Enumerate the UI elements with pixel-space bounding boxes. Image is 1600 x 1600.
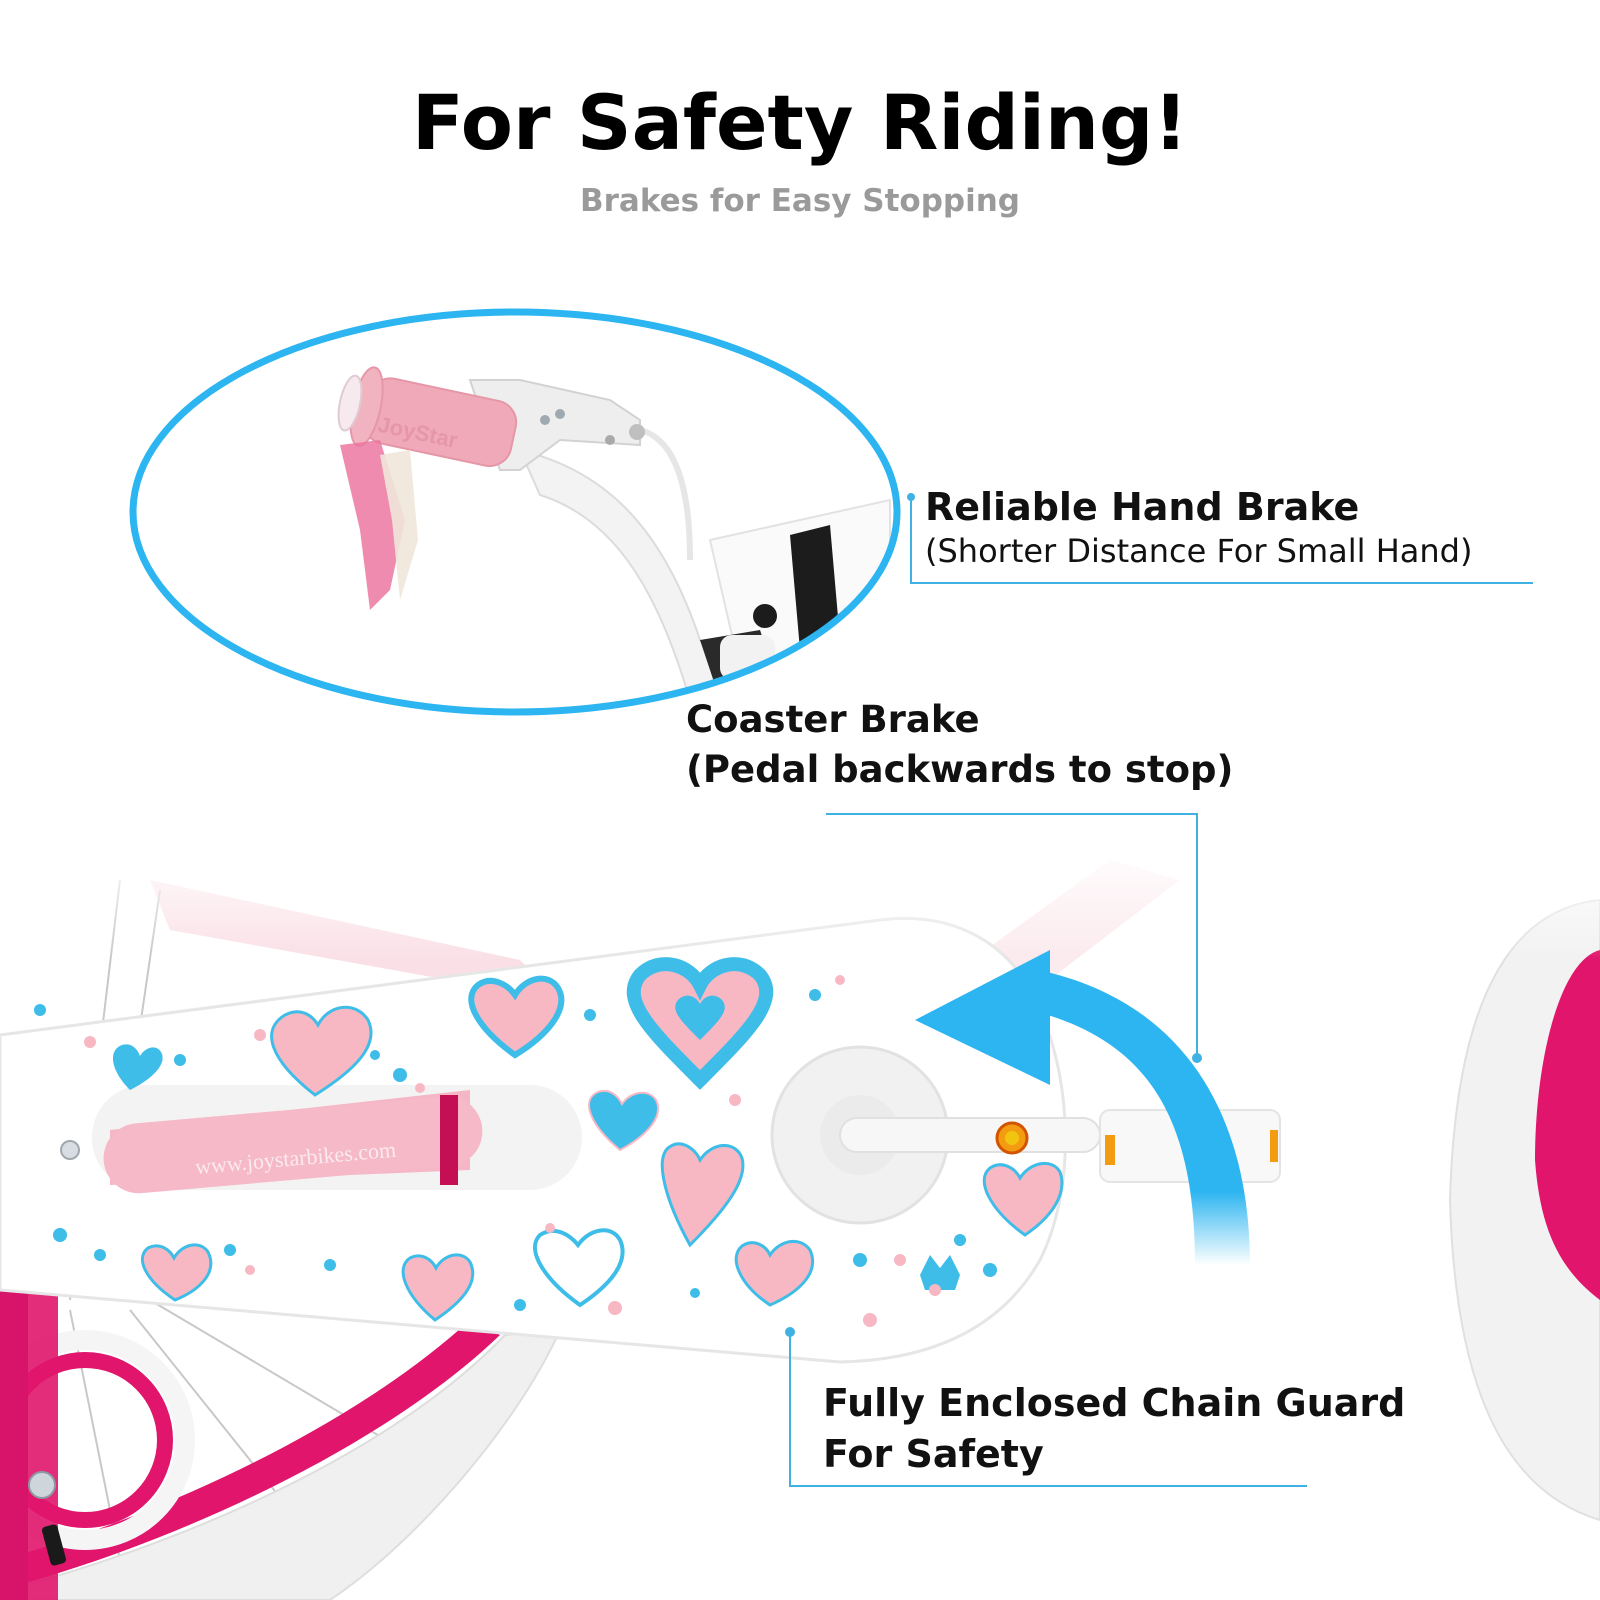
coaster-brake-title: Coaster Brake bbox=[686, 698, 980, 741]
heart-decals bbox=[34, 957, 1064, 1327]
coaster-brake-dot bbox=[1192, 1053, 1202, 1063]
hand-brake-title: Reliable Hand Brake bbox=[925, 485, 1360, 529]
hand-brake-photo: JoyStar bbox=[337, 366, 891, 701]
callout-leader-lines bbox=[789, 497, 1533, 1487]
hand-brake-highlight-oval bbox=[129, 308, 901, 716]
hand-brake-dot bbox=[907, 493, 915, 501]
page-title: For Safety Riding! bbox=[411, 78, 1189, 167]
chain-guard-title-line2: For Safety bbox=[823, 1432, 1044, 1476]
chain-guard-dot bbox=[785, 1327, 795, 1337]
page-subtitle: Brakes for Easy Stopping bbox=[579, 183, 1020, 219]
backpedal-arrow-icon bbox=[915, 950, 1250, 1265]
chain-guard-title-line1: Fully Enclosed Chain Guard bbox=[823, 1381, 1406, 1425]
bike-lower-photo: www.joystarbikes.com bbox=[0, 840, 1600, 1600]
coaster-brake-subtitle: (Pedal backwards to stop) bbox=[686, 748, 1234, 791]
hand-brake-subtitle: (Shorter Distance For Small Hand) bbox=[925, 532, 1473, 570]
